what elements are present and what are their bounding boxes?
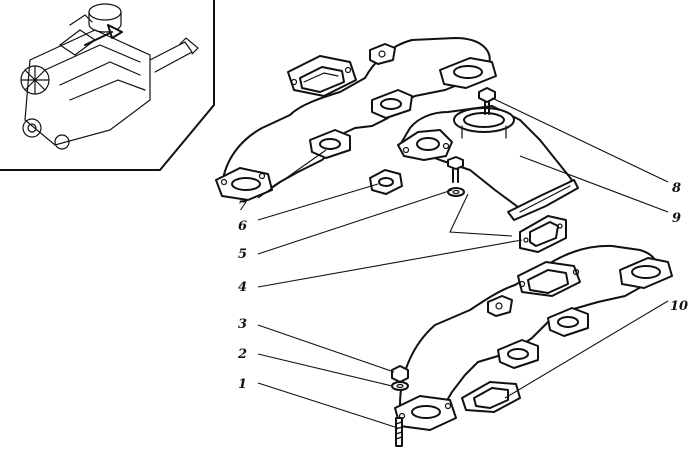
callout-labels: 1 2 3 4 5 6 7 8 9 10 — [237, 181, 688, 392]
small-gasket — [369, 169, 403, 195]
lower-exhaust-manifold — [394, 244, 673, 431]
callout-9: 9 — [672, 211, 681, 226]
exhaust-pipe-elbow — [397, 105, 579, 221]
callout-7: 7 — [238, 199, 247, 214]
callout-5: 5 — [238, 247, 247, 262]
washer-2 — [391, 381, 409, 391]
callout-4: 4 — [238, 280, 247, 295]
nut-3 — [391, 365, 409, 383]
callout-2: 2 — [237, 347, 247, 362]
upper-exhaust-manifold — [215, 37, 497, 201]
callout-3: 3 — [238, 317, 247, 332]
callout-8: 8 — [672, 181, 681, 196]
engine-locator-icon — [20, 3, 199, 150]
engine-locator-inset — [0, 0, 215, 171]
callout-1: 1 — [238, 377, 247, 392]
leader-lines — [257, 97, 669, 429]
flange-gasket — [519, 215, 567, 253]
callout-6: 6 — [238, 219, 247, 234]
stud-1 — [395, 417, 403, 447]
callout-10: 10 — [670, 299, 688, 314]
bolt-8 — [478, 87, 496, 115]
arrow-icon — [84, 24, 123, 46]
